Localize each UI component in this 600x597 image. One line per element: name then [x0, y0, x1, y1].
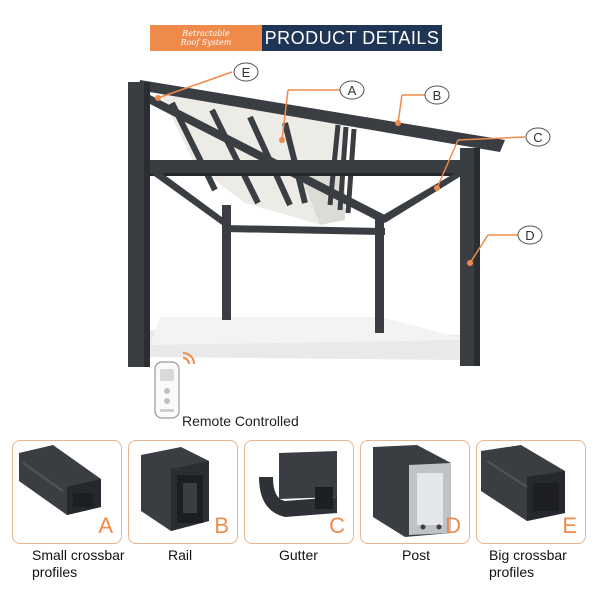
remote-label: Remote Controlled — [182, 413, 299, 429]
inner-rail — [148, 95, 385, 221]
roof-crossbar — [209, 108, 261, 205]
callout-dot-c — [434, 185, 440, 191]
header-banner: Retractable Roof System PRODUCT DETAILS — [150, 25, 442, 51]
side-rail — [138, 80, 505, 152]
part-card-d: D — [360, 440, 470, 544]
callout-dot-d — [467, 260, 473, 266]
gutter-brace-left — [150, 173, 230, 225]
callout-bubble-a — [339, 80, 365, 100]
floor-shadow-light — [150, 317, 470, 345]
wireless-signal-icon — [182, 352, 195, 365]
callout-line-c2 — [457, 136, 526, 141]
post-profile-icon — [373, 445, 451, 537]
gutter-brace — [378, 173, 466, 223]
front-post-left-edge — [144, 82, 150, 367]
callout-bubble-c — [525, 127, 551, 147]
back-post-right — [375, 215, 384, 333]
part-card-e: E — [476, 440, 586, 544]
callout-label-e: E — [242, 65, 251, 80]
part-name-e-line2: profiles — [489, 564, 535, 580]
part-card-b: B — [128, 440, 238, 544]
callout-bubble-e — [233, 62, 259, 82]
back-post-left — [222, 205, 231, 320]
callout-line-d — [469, 234, 489, 264]
part-letter-e: E — [562, 513, 577, 538]
callout-line-e — [157, 71, 233, 99]
callout-dot-e — [155, 95, 161, 101]
part-name-a: Small crossbar profiles — [32, 547, 125, 581]
callout-label-a: A — [348, 83, 357, 98]
banner-subtitle-line2: Roof System — [180, 38, 232, 47]
part-name-e-line1: Big crossbar — [489, 547, 567, 563]
gutter-profile-icon — [259, 451, 337, 517]
callout-bubble-d — [517, 225, 543, 245]
back-beam — [224, 225, 385, 235]
part-letter-b: B — [214, 513, 229, 538]
part-name-d-line1: Post — [402, 547, 431, 563]
part-name-a-line1: Small crossbar — [32, 547, 125, 563]
part-letter-d: D — [445, 513, 461, 538]
part-card-a: A — [12, 440, 122, 544]
pergola-illustration: E A B C D — [128, 62, 551, 419]
banner-subtitle: Retractable Roof System — [150, 25, 262, 51]
part-name-b: Rail — [168, 547, 192, 564]
part-letter-c: C — [329, 513, 345, 538]
remote-control-icon — [154, 361, 180, 419]
big-crossbar-profile-icon — [481, 445, 565, 521]
part-name-b-line1: Rail — [168, 547, 193, 563]
callout-dot-a — [279, 137, 285, 143]
part-name-a-line2: profiles — [32, 564, 78, 580]
banner-subtitle-line1: Retractable — [182, 29, 230, 38]
part-name-d: Post — [402, 547, 430, 564]
callout-line-b — [397, 94, 403, 124]
part-name-c-line1: Gutter — [279, 547, 318, 563]
part-card-c: C — [244, 440, 354, 544]
front-post-right-edge — [474, 148, 480, 366]
front-beam — [145, 160, 480, 173]
part-name-c: Gutter — [279, 547, 318, 564]
small-crossbar-profile-icon — [19, 445, 101, 515]
banner-title: PRODUCT DETAILS — [262, 25, 442, 51]
callout-dot-b — [395, 120, 401, 126]
callout-line-c — [436, 139, 459, 189]
rail-profile-icon — [141, 447, 209, 531]
part-name-e: Big crossbar profiles — [489, 547, 567, 581]
product-cards: A B C D — [12, 440, 590, 545]
front-beam-shade — [145, 173, 480, 176]
callout-label-b: B — [433, 88, 442, 103]
callout-line-a — [281, 89, 289, 141]
callout-label-c: C — [533, 130, 542, 145]
part-letter-a: A — [98, 513, 113, 538]
callout-label-d: D — [525, 228, 534, 243]
callout-bubble-b — [424, 85, 450, 105]
